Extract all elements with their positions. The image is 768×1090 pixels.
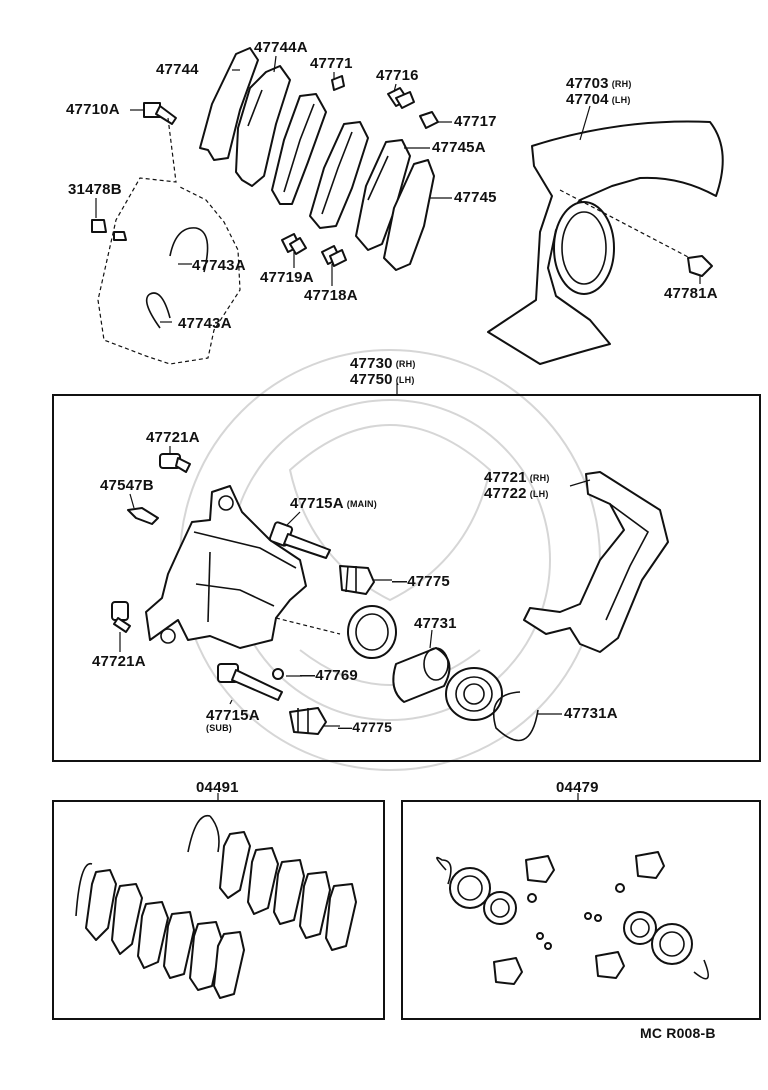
label-47721: 47721(RH) [484,469,550,486]
clip-47716 [387,87,415,109]
seal-47731-outer [347,605,397,659]
bolt-47710A [143,102,177,125]
label-47722: 47722(LH) [484,485,549,502]
label-47771: 47771 [310,55,353,72]
label-47743A-lower: 47743A [178,315,232,332]
label-47731: 47731 [414,615,457,632]
label-47775-lower: —47775 [338,719,393,735]
piston-47731 [392,647,451,703]
shim-47745 [383,159,435,271]
bleeder-47547B [127,507,159,525]
ring-47731A [492,691,539,742]
label-kit-04491: 04491 [196,779,239,796]
shim-47745A [355,139,411,251]
kit-pads-drawing [75,814,357,999]
bolt-47721A-upper [159,453,191,473]
shim-47744A [235,65,291,187]
boot-47775-upper [339,565,375,595]
label-kit-04479: 04479 [556,779,599,796]
label-47721A-lower: 47721A [92,653,146,670]
pin-47715A-sub [217,663,283,701]
label-47715A-sub: 47715A(SUB) [206,707,260,733]
label-47744A: 47744A [254,39,308,56]
pad-inner [271,93,327,205]
label-47710A: 47710A [66,101,120,118]
caliper-assembly-frame [52,394,761,762]
label-47769: —47769 [300,667,358,684]
clip-47718A [321,245,347,267]
diagram-code: MC R008-B [640,1025,716,1041]
boot-47775-lower [289,707,327,735]
label-47745: 47745 [454,189,497,206]
kit-seals-drawing [436,851,710,985]
label-31478B: 31478B [68,181,122,198]
wire-47743A-upper [169,227,209,273]
label-47703: 47703(RH) [566,75,632,92]
label-47745A: 47745A [432,139,486,156]
label-47775-upper: —47775 [392,573,450,590]
label-47721A-upper: 47721A [146,429,200,446]
label-47731A: 47731A [564,705,618,722]
clip-47719A [281,233,307,255]
label-47704: 47704(LH) [566,91,631,108]
label-47717: 47717 [454,113,497,130]
leader-lines [95,55,701,727]
boot-47731 [445,667,503,721]
seal-kit-frame [401,800,761,1020]
label-47715A-main: 47715A(MAIN) [290,495,377,512]
label-47730: 47730(RH) [350,355,416,372]
dust-shield [487,120,724,365]
bushing-47769 [272,668,284,680]
bolt-47781A [687,255,713,277]
wire-47743A-lower [145,292,171,329]
label-47750: 47750(LH) [350,371,415,388]
shim-47744 [199,47,259,161]
label-47718A: 47718A [304,287,358,304]
pin-47715A-main [268,521,331,559]
label-47719A: 47719A [260,269,314,286]
clip-47717 [419,111,439,129]
bolt-47721A-lower [111,601,131,633]
pad-outer [309,121,369,229]
label-47781A: 47781A [664,285,718,302]
clip-47771 [331,75,345,91]
label-47744: 47744 [156,61,199,78]
caliper-body [145,485,307,649]
cap-31478B [91,219,127,241]
label-47547B: 47547B [100,477,154,494]
label-47716: 47716 [376,67,419,84]
mounting-bracket [523,471,669,653]
label-47743A-upper: 47743A [192,257,246,274]
